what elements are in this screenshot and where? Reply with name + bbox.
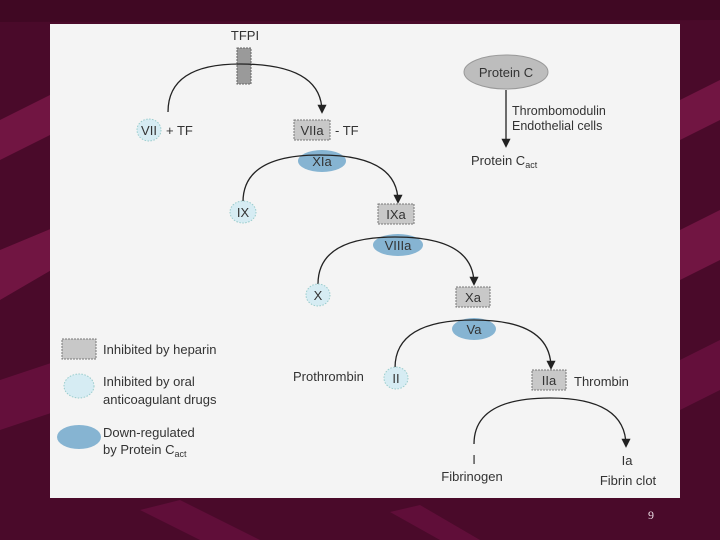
legend-down-swatch [57,425,101,449]
viiia-label: VIIIa [385,238,413,253]
legend-oral-line2: anticoagulant drugs [103,392,217,407]
vii-oral-circle [136,118,162,142]
xa-heparin-box [455,286,491,308]
fibrinogen-label: Fibrinogen [441,469,502,484]
ix-label: IX [237,205,250,220]
plus-tf-label: + TF [166,123,193,138]
legend-heparin-swatch [61,338,97,360]
viiia-down-oval [373,234,423,256]
xia-label: XIa [312,154,332,169]
legend-heparin-label: Inhibited by heparin [103,342,216,357]
va-label: Va [467,322,483,337]
viia-heparin-box [293,119,331,141]
legend-down-line2: by Protein Cact [103,442,187,459]
ix-oral-circle [229,200,257,224]
i-label: I [472,452,476,467]
diagram-panel: TFPI VII + TF VIIa - TF XIa IX IXa VIIIa… [50,24,680,498]
viiia-arc [317,236,479,286]
xia-arc [242,154,403,204]
va-arc [394,319,556,370]
ixa-heparin-box [377,203,415,225]
thrombin-label: Thrombin [574,374,629,389]
endothelial-cells-label: Endothelial cells [512,119,602,133]
va-down-oval [452,318,496,340]
prothrombin-label: Prothrombin [293,369,364,384]
iia-heparin-box [531,369,567,391]
x-oral-circle [305,283,331,307]
thrombomodulin-label: Thrombomodulin [512,104,606,118]
ia-label: Ia [622,453,634,468]
iia-label: IIa [542,373,557,388]
tfpi-heparin-box [236,47,252,85]
vii-label: VII [141,123,157,138]
xa-label: Xa [465,290,482,305]
coagulation-cascade-diagram: TFPI VII + TF VIIa - TF XIa IX IXa VIIIa… [57,28,657,488]
legend-oral-swatch [63,373,95,399]
tfpi-label: TFPI [231,28,259,43]
slide-number: 9 [648,508,654,522]
ii-label: II [392,371,399,386]
viia-label: VIIa [300,123,324,138]
protein-c-oval [463,54,549,90]
fibrin-clot-label: Fibrin clot [600,473,657,488]
ii-oral-circle [383,366,409,390]
protein-c-act-label: Protein Cact [471,153,538,170]
legend-oral-line1: Inhibited by oral [103,374,195,389]
x-label: X [314,288,323,303]
legend-down-line1: Down-regulated [103,425,195,440]
ixa-label: IXa [386,207,406,222]
dash-tf-label: - TF [335,123,359,138]
tfpi-arc [167,63,327,114]
protein-c-label: Protein C [479,65,533,80]
iia-arc [473,397,631,448]
